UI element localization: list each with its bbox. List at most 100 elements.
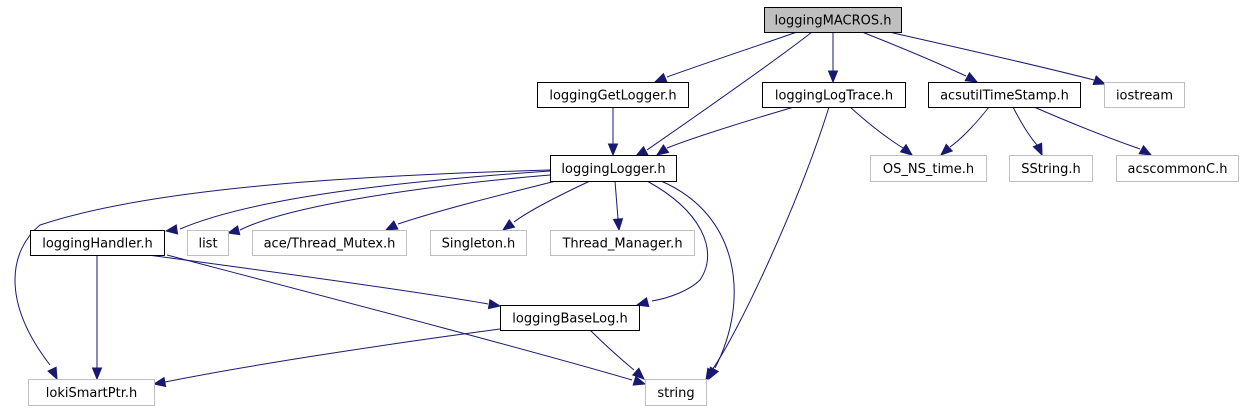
node-label: loggingHandler.h — [42, 237, 153, 252]
node-label: list — [198, 237, 217, 252]
node-loggingGetLogger[interactable]: loggingGetLogger.h — [537, 82, 689, 108]
edge-loggingLogger-to-loggingBaseLog — [635, 180, 709, 308]
node-acsutilTimeStamp[interactable]: acsutilTimeStamp.h — [928, 82, 1081, 108]
edge-loggingBaseLog-to-string — [589, 329, 645, 380]
edge-loggingMACROS-to-iostream — [888, 31, 1107, 85]
edges-layer — [14, 31, 1153, 388]
edge-acsutilTimeStamp-to-SString — [1012, 106, 1043, 157]
edge-loggingLogger-to-string — [660, 180, 735, 381]
node-label: OS_NS_time.h — [883, 162, 974, 177]
node-string: string — [645, 379, 707, 406]
node-box — [28, 379, 155, 406]
node-box — [252, 230, 407, 256]
edge-loggingLogger-to-lokiSmartPtr — [14, 169, 551, 381]
edge-loggingBaseLog-to-lokiSmartPtr — [152, 328, 501, 388]
edge-line — [849, 106, 904, 149]
arrowhead-icon — [1138, 144, 1153, 156]
node-Singleton: Singleton.h — [430, 230, 527, 256]
node-label: acscommonC.h — [1128, 162, 1228, 177]
node-label: iostream — [1116, 89, 1173, 104]
edge-loggingMACROS-to-loggingLogTrace — [827, 32, 839, 84]
node-aceThreadMutex: ace/Thread_Mutex.h — [252, 230, 407, 256]
edge-loggingGetLogger-to-loggingLogger — [607, 107, 619, 157]
edge-loggingLogger-to-Singleton — [501, 180, 591, 231]
node-box — [928, 82, 1081, 108]
node-box — [870, 155, 987, 182]
node-box — [187, 230, 229, 256]
edge-line — [239, 174, 551, 231]
edge-line — [166, 254, 633, 381]
edge-loggingLogTrace-to-OS_NS_time — [849, 106, 914, 156]
arrowhead-icon — [487, 298, 502, 310]
arrowhead-icon — [152, 376, 167, 388]
edge-loggingMACROS-to-loggingGetLogger — [653, 31, 798, 83]
node-box — [430, 230, 527, 256]
node-SString: SString.h — [1009, 155, 1093, 182]
edge-line — [646, 31, 813, 151]
arrowhead-icon — [940, 143, 954, 156]
arrowhead-icon — [607, 143, 619, 157]
arrowhead-icon — [635, 296, 650, 308]
node-label: loggingLogTrace.h — [775, 89, 893, 104]
node-box — [550, 230, 695, 256]
arrowhead-icon — [964, 71, 979, 83]
arrowhead-icon — [164, 224, 179, 235]
node-label: acsutilTimeStamp.h — [940, 89, 1069, 104]
edge-line — [164, 328, 501, 383]
edge-line — [179, 170, 551, 230]
arrowhead-icon — [226, 225, 241, 236]
edge-acsutilTimeStamp-to-OS_NS_time — [940, 106, 990, 156]
edge-line — [861, 31, 967, 77]
node-label: string — [657, 386, 694, 401]
node-label: loggingLogger.h — [561, 162, 665, 177]
arrowhead-icon — [655, 144, 670, 156]
node-box — [500, 305, 640, 331]
edge-loggingHandler-to-string — [166, 254, 647, 386]
node-loggingLogTrace[interactable]: loggingLogTrace.h — [762, 82, 906, 108]
edge-line — [1033, 106, 1141, 150]
edge-loggingLogger-to-ThreadManager — [612, 180, 624, 232]
node-OS_NS_time: OS_NS_time.h — [870, 155, 987, 182]
edge-line — [646, 180, 709, 302]
edge-line — [1012, 106, 1039, 147]
node-label: lokiSmartPtr.h — [46, 386, 138, 401]
edge-loggingLogger-to-loggingHandler — [164, 170, 551, 235]
nodes-layer: loggingMACROS.h loggingGetLogger.h logging… — [28, 7, 1239, 406]
edge-line — [14, 169, 551, 366]
node-label: loggingGetLogger.h — [549, 89, 676, 104]
node-box — [764, 7, 902, 33]
node-ThreadManager: Thread_Manager.h — [550, 230, 695, 256]
arrowhead-icon — [1092, 75, 1107, 85]
node-box — [550, 155, 677, 182]
arrowhead-icon — [1032, 142, 1043, 157]
arrowhead-icon — [632, 375, 647, 386]
edge-line — [660, 180, 735, 369]
node-label: loggingBaseLog.h — [512, 312, 627, 327]
arrowhead-icon — [501, 218, 516, 231]
arrowhead-icon — [653, 72, 668, 83]
node-label: ace/Thread_Mutex.h — [264, 237, 396, 252]
node-box — [30, 230, 165, 256]
arrowhead-icon — [91, 367, 103, 381]
edge-line — [666, 31, 798, 78]
node-box — [1009, 155, 1093, 182]
arrowhead-icon — [708, 366, 720, 381]
edge-line — [949, 106, 990, 148]
node-box — [645, 379, 707, 406]
node-label: loggingMACROS.h — [774, 14, 891, 29]
edge-loggingLogger-to-list — [226, 174, 551, 236]
edge-line — [666, 106, 795, 149]
arrowhead-icon — [899, 143, 914, 156]
arrowhead-icon — [634, 145, 649, 157]
node-box — [1104, 82, 1185, 108]
node-box — [1116, 155, 1239, 182]
arrowhead-icon — [631, 367, 645, 380]
edge-loggingHandler-to-lokiSmartPtr — [91, 255, 103, 381]
node-list: list — [187, 230, 229, 256]
node-loggingBaseLog[interactable]: loggingBaseLog.h — [500, 305, 640, 331]
node-loggingHandler[interactable]: loggingHandler.h — [30, 230, 165, 256]
node-loggingLogger[interactable]: loggingLogger.h — [550, 155, 677, 182]
arrowhead-icon — [612, 218, 624, 232]
edge-line — [711, 106, 830, 371]
